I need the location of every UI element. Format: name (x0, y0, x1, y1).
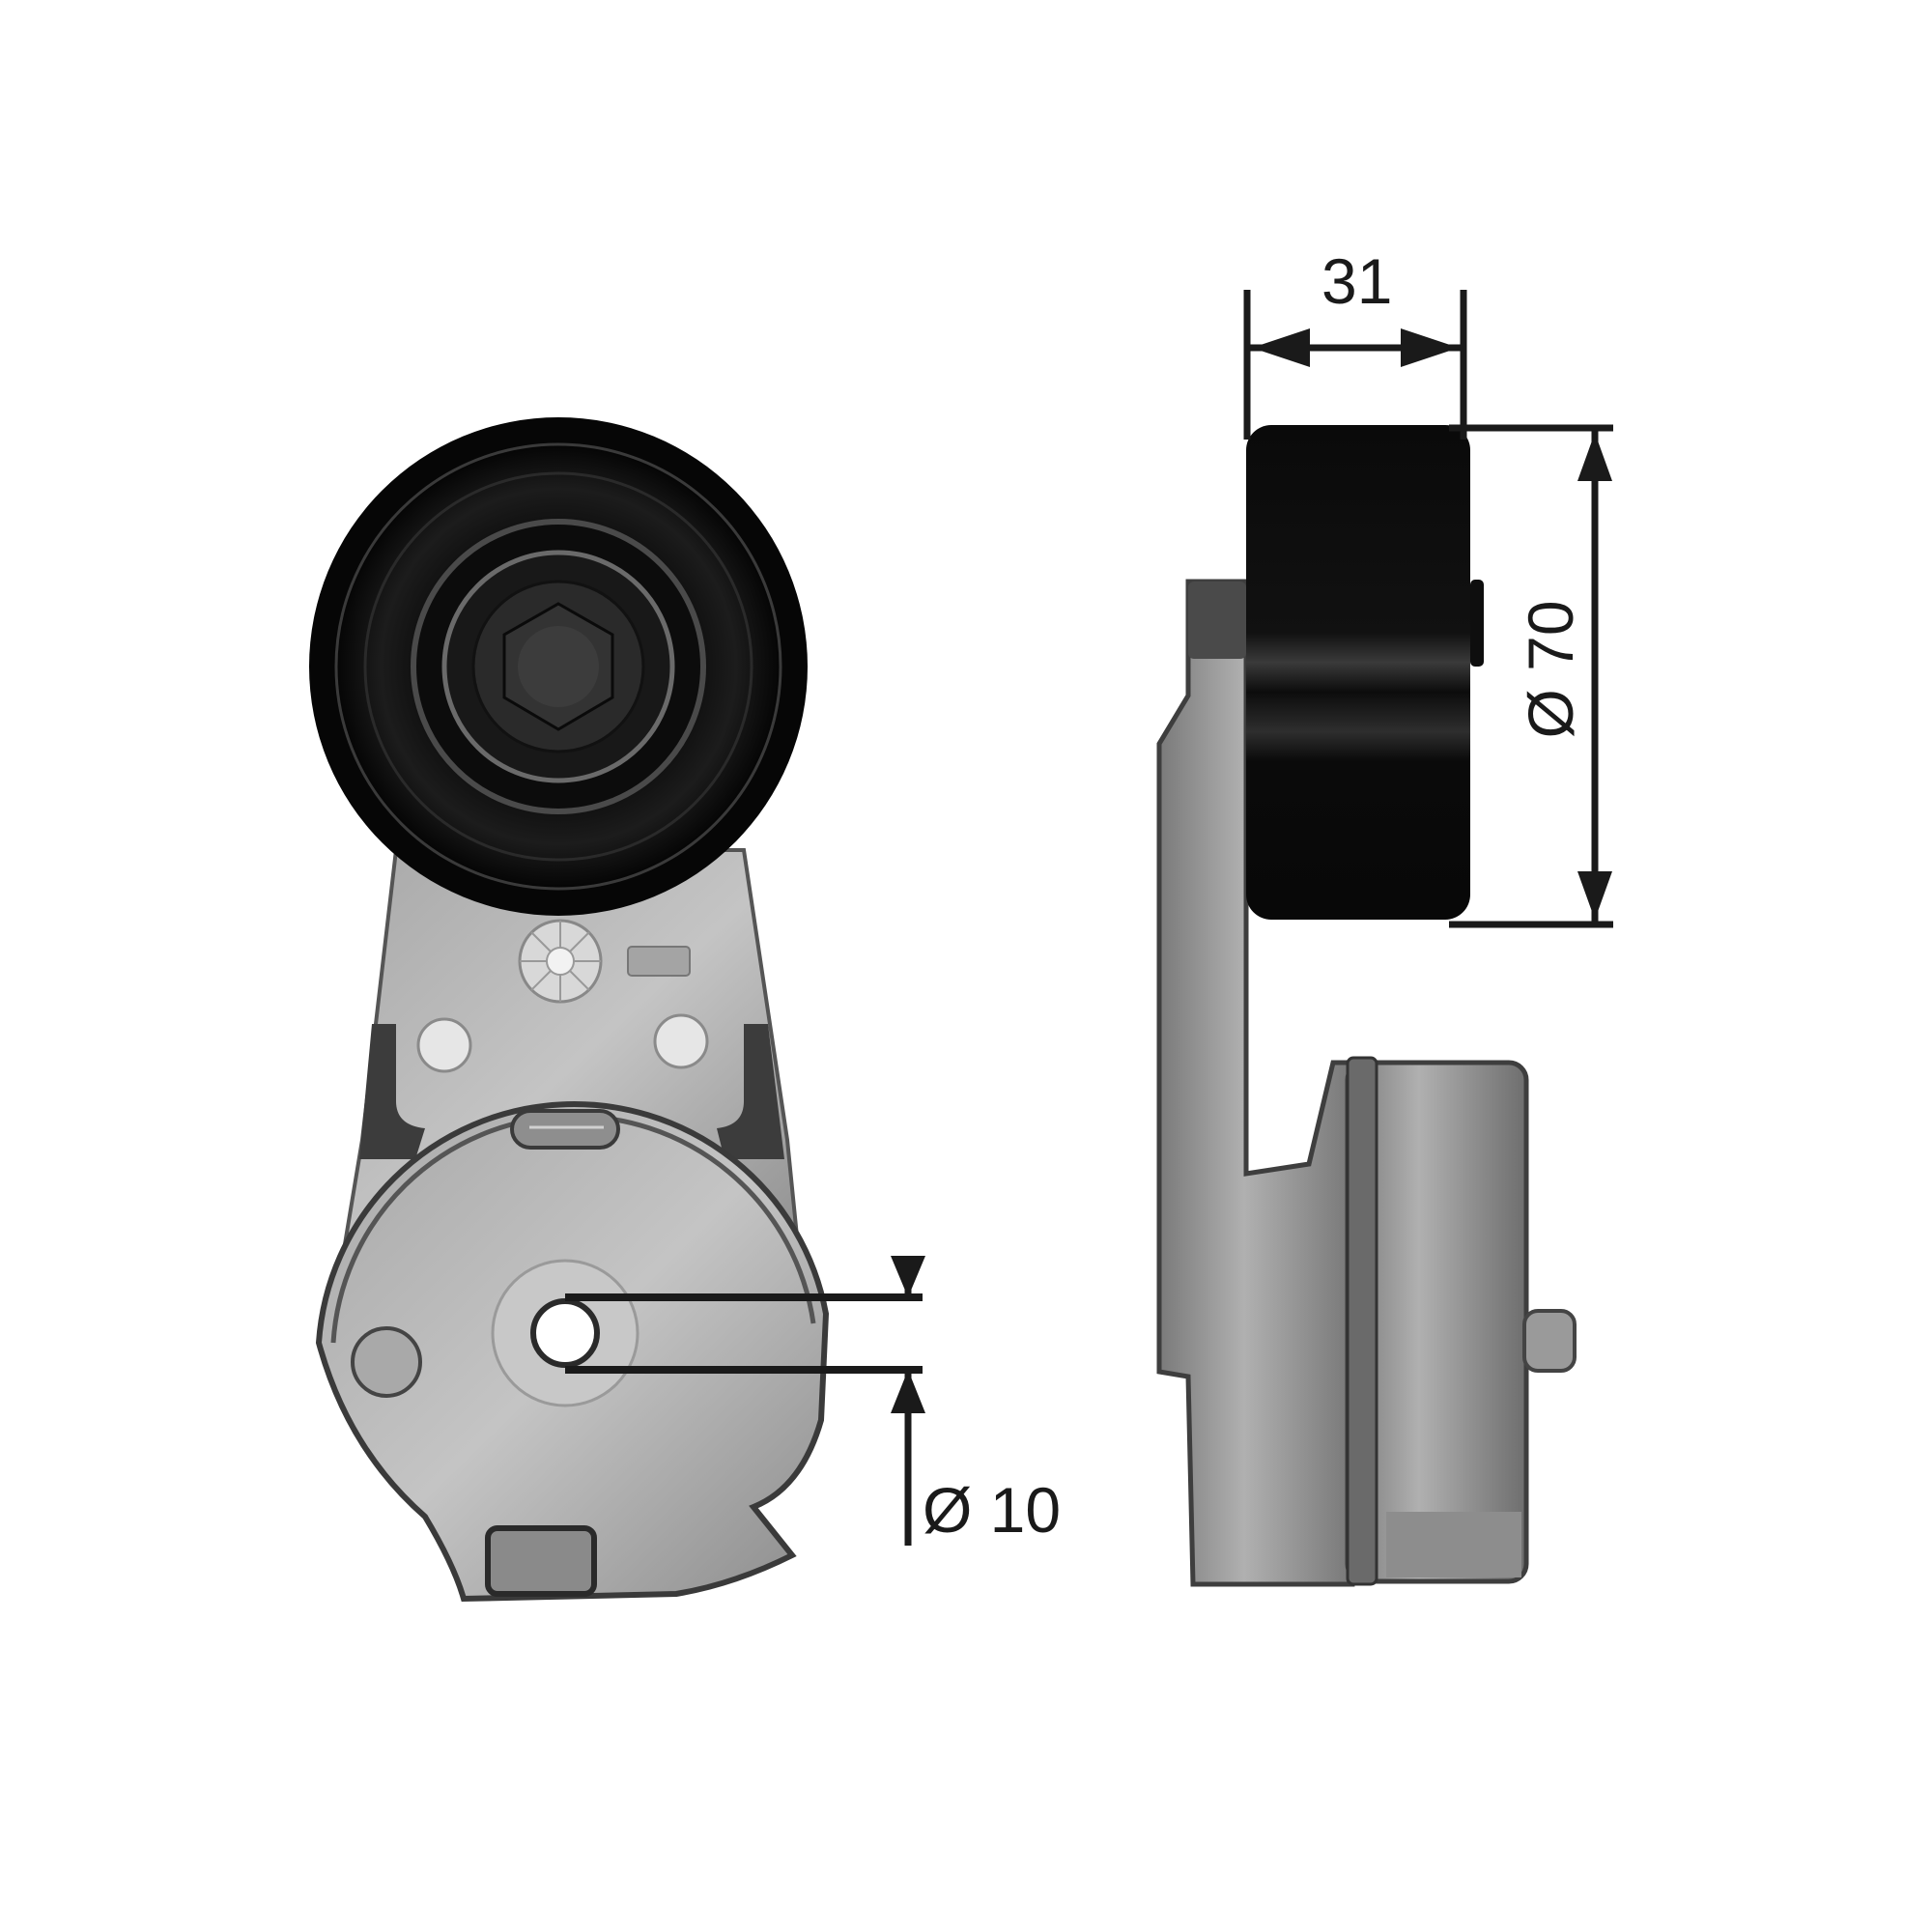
label-plate (627, 946, 691, 977)
diameter-dimension (1449, 424, 1613, 928)
rivet-left (416, 1017, 472, 1073)
housing-flange (1346, 1056, 1378, 1586)
locating-pin (1522, 1309, 1577, 1373)
bracket-top-dark (1188, 582, 1246, 659)
pulley-hub-stub (1470, 580, 1484, 667)
pivot-pin (351, 1326, 422, 1398)
arrow-right-icon (1401, 328, 1459, 367)
rivet-right (653, 1013, 709, 1069)
side-view (1156, 290, 1613, 1587)
pulley-width-label: 31 (1321, 245, 1393, 317)
bore-dimension (565, 1256, 925, 1546)
pulley-side (1246, 425, 1470, 920)
arrow-up-icon (1577, 433, 1612, 481)
bore-hole (530, 1298, 600, 1368)
pulley-diameter-label: Ø 70 (1515, 600, 1586, 739)
arm-rib-left (359, 1024, 425, 1159)
width-dimension (1243, 290, 1467, 440)
arrow-left-icon (1252, 328, 1310, 367)
logo-stamp-icon (518, 919, 603, 1004)
bore-diameter-label: Ø 10 (923, 1474, 1062, 1546)
arrow-down-icon (891, 1256, 925, 1297)
stop-tab (485, 1525, 597, 1597)
front-view (309, 417, 925, 1603)
arrow-up-icon (891, 1370, 925, 1413)
adjuster-slot (510, 1109, 620, 1150)
pulley-front (309, 417, 808, 916)
housing-lower-band (1386, 1512, 1521, 1577)
arrow-down-icon (1577, 871, 1612, 920)
arm-rib-right (717, 1024, 784, 1159)
